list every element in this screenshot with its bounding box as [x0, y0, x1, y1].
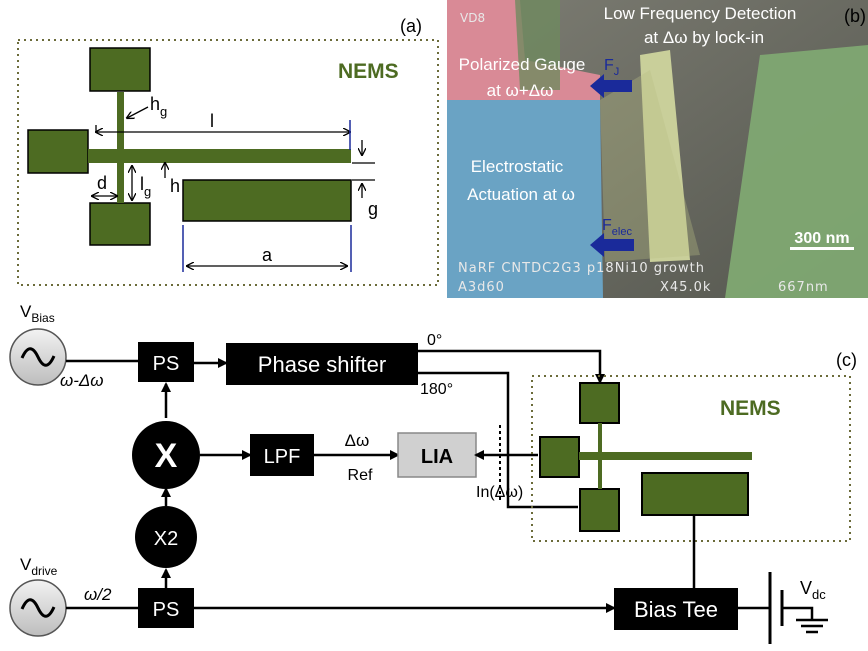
nems-gauge-bottom-electrode: [579, 488, 620, 532]
nems-label-c: NEMS: [720, 397, 781, 420]
dim-d-label: d: [97, 173, 107, 193]
nems-device-box: [531, 375, 851, 542]
sem-info-line-1: NaRF CNTDC2G3 p18Ni10 growth: [458, 261, 705, 276]
panel-a-label: (a): [400, 16, 422, 36]
nems-gauge-top-electrode: [579, 382, 620, 424]
nems-drive-electrode: [641, 472, 749, 516]
wire-phase-180: [418, 371, 578, 509]
beam-anchor-electrode: [27, 129, 89, 174]
gauge-bottom-electrode: [89, 202, 151, 246]
ps-top-label: PS: [153, 353, 180, 375]
power-splitter-bottom: [138, 588, 194, 628]
gauge-text-2: at ω+Δω: [487, 81, 554, 100]
dim-hg-label: hg: [150, 94, 167, 119]
sem-info-field: 667nm: [778, 280, 829, 295]
frequency-doubler: [135, 506, 197, 568]
v-bias-label: VBias: [20, 302, 55, 325]
nems-label-a: NEMS: [338, 60, 399, 83]
mixer: [132, 421, 200, 489]
force-j-arrow: [590, 74, 632, 98]
actuation-text-2: Actuation at ω: [467, 185, 575, 204]
sem-id-top: VD8: [460, 11, 485, 25]
scale-bar-label: 300 nm: [794, 230, 849, 247]
power-splitter-top: [138, 342, 194, 382]
actuation-text-1: Electrostatic: [471, 157, 564, 176]
force-elec-label: Felec: [602, 217, 632, 238]
force-elec-arrow: [590, 233, 634, 257]
phase-shifter: [226, 343, 418, 385]
dim-a-label: a: [262, 245, 273, 265]
scale-bar: [790, 247, 854, 250]
dim-h-label: h: [170, 176, 180, 196]
dim-g-label: g: [368, 199, 378, 219]
low-pass-filter: [250, 434, 314, 476]
dim-lg-label: lg: [140, 174, 151, 199]
sine-icon-bias: [20, 347, 56, 367]
dim-l-label: l: [210, 111, 214, 131]
bias-tee: [614, 588, 738, 630]
drive-electrode: [182, 179, 352, 222]
detection-text-1: Low Frequency Detection: [604, 4, 797, 23]
sem-actuation-region: [447, 100, 603, 298]
phase-180-label: 180°: [420, 381, 453, 398]
nems-gauge-c: [598, 423, 602, 489]
lia-label: LIA: [421, 446, 453, 468]
delta-omega-label: Δω: [345, 431, 370, 450]
wire-phase-0: [418, 349, 605, 384]
force-j-label: FJ: [604, 57, 619, 78]
lia-input-label: In(Δω): [476, 484, 523, 501]
freq-bias-label: ω-Δω: [60, 371, 104, 390]
panel-a: (a) NEMS hg l d lg h g: [17, 16, 439, 286]
v-dc-label: Vdc: [800, 578, 826, 602]
panel-b: (b) Low Frequency Detection at Δω by loc…: [447, 0, 868, 298]
piezoresistive-gauge: [117, 92, 124, 203]
gauge-text-1: Polarized Gauge: [459, 55, 586, 74]
lock-in-amplifier: [397, 432, 477, 478]
sem-info-mag: X45.0k: [660, 280, 711, 295]
sem-info-left: A3d60: [458, 280, 505, 295]
sem-right-electrode: [725, 45, 868, 298]
sem-beam: [640, 50, 690, 262]
sem-gauge-top: [515, 0, 560, 90]
v-drive-label: Vdrive: [20, 555, 58, 578]
ref-label: Ref: [348, 467, 373, 484]
lpf-label: LPF: [264, 446, 301, 468]
nems-beam: [88, 149, 351, 163]
freq-drive-label: ω/2: [84, 585, 112, 604]
panel-a-border: [17, 39, 439, 286]
bias-tee-label: Bias Tee: [634, 597, 718, 622]
dim-hg-arrow: [127, 106, 149, 118]
doubler-label: X2: [154, 528, 178, 550]
ps-bottom-label: PS: [153, 599, 180, 621]
wire-vdc-ground: [782, 606, 814, 620]
panel-b-label: (b): [844, 6, 866, 26]
gauge-top-electrode: [89, 47, 151, 92]
nems-anchor-electrode: [539, 436, 580, 478]
phase-0-label: 0°: [427, 332, 442, 349]
detection-text-2: at Δω by lock-in: [644, 28, 764, 47]
sem-beam-shadow: [600, 70, 700, 262]
panel-c-label: (c): [836, 350, 857, 370]
phase-shifter-label: Phase shifter: [258, 352, 386, 377]
nems-beam-c: [579, 452, 752, 460]
sine-icon-drive: [20, 598, 56, 618]
mixer-label: X: [155, 437, 178, 475]
panel-c: (c) VBias Vdrive ω-Δω ω/2 PS PS Phase sh…: [9, 302, 857, 644]
